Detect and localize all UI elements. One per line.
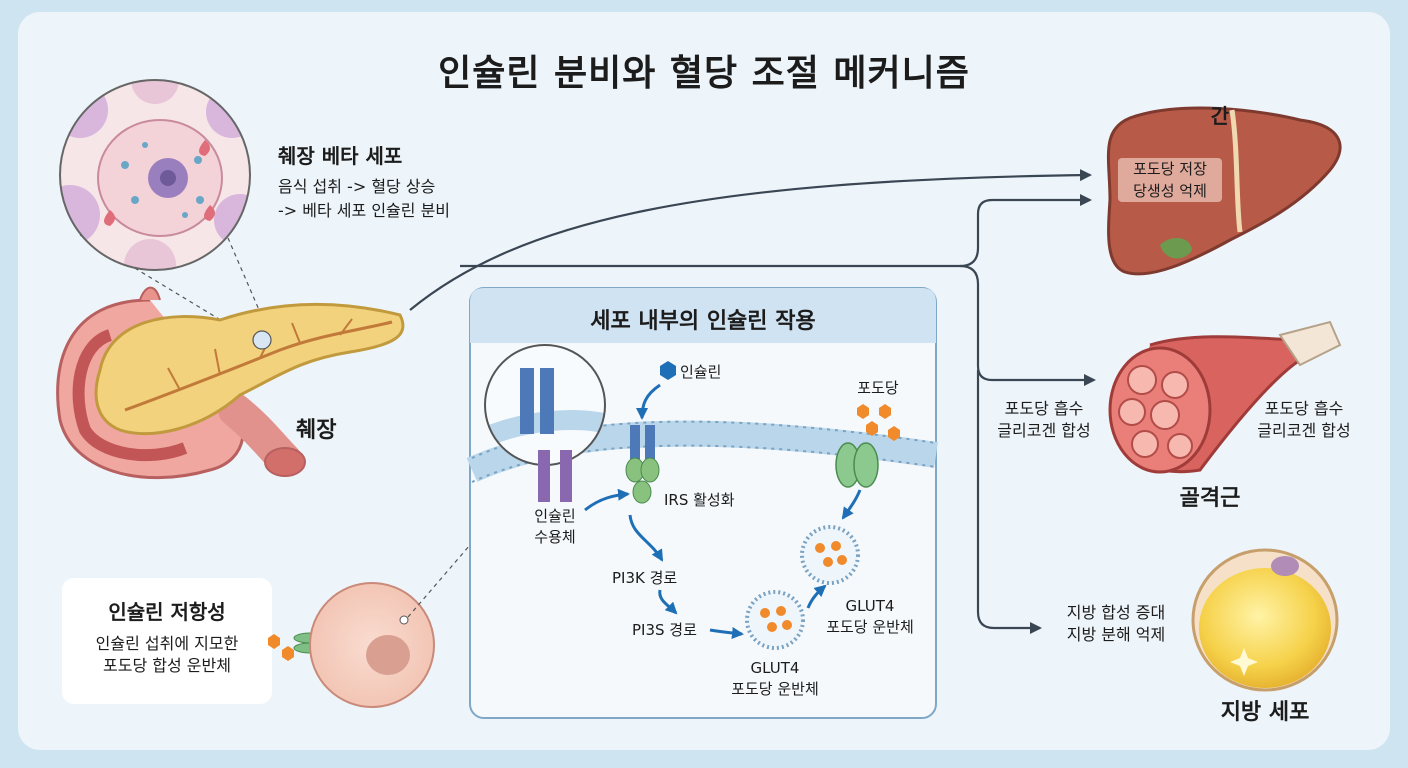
beta-cell-heading: 췌장 베타 세포 [278,144,403,168]
liver-effect-box: 포도당 저장 당생성 억제 [1118,158,1222,202]
liver-icon [1106,106,1342,276]
fat-line2: 지방 분해 억제 [1066,625,1166,644]
insulin-label: 인슐린 [680,363,722,381]
glut4-right-line2: 포도당 운반체 [826,618,914,636]
glut4-right-line1: GLUT4 [845,597,895,615]
cell-panel [466,287,938,719]
muscle-icon [1108,320,1342,474]
glut4-bottom-line2: 포도당 운반체 [731,680,819,698]
glucose-label: 포도당 [857,379,899,397]
pancreas-icon [56,286,405,480]
resistance-card [62,544,471,708]
irs-label: IRS 활성화 [664,491,735,509]
receptor-line2: 수용체 [534,528,576,546]
muscle-left-text: 포도당 흡수 글리코겐 합성 [984,398,1104,442]
muscle-right-line2: 글리코겐 합성 [1257,421,1351,440]
arrow-to-liver-top [409,169,1092,311]
muscle-label: 골격근 [1179,486,1241,511]
glut4-bottom-line1: GLUT4 [750,659,800,677]
muscle-left-line1: 포도당 흡수 [1004,399,1084,418]
muscle-right-text: 포도당 흡수 글리코겐 합성 [1244,398,1364,442]
page-title: 인슐린 분비와 혈당 조절 메커니즘 [438,53,970,94]
glut4-right-label: GLUT4 포도당 운반체 [815,596,925,638]
pancreas-label: 췌장 [296,418,337,443]
pi3s-label: PI3S 경로 [632,621,697,639]
resistance-text: 인슐린 저항성 인슐린 섭취에 지모한 포도당 합성 운반체 [62,596,272,677]
resistance-heading: 인슐린 저항성 [108,600,226,624]
muscle-right-line1: 포도당 흡수 [1264,399,1344,418]
receptor-line1: 인슐린 [534,507,576,525]
resistance-line1: 인슐린 섭취에 지모한 [95,634,239,653]
liver-line1: 포도당 저장 [1133,160,1207,178]
pi3k-label: PI3K 경로 [612,569,678,587]
liver-label: 간 [1210,104,1230,128]
resistance-line2: 포도당 합성 운반체 [103,656,231,675]
fat-effect-text: 지방 합성 증대 지방 분해 억제 [1046,602,1186,646]
panel-title: 세포 내부의 인슐린 작용 [590,309,816,334]
liver-line2: 당생성 억제 [1133,182,1207,200]
fat-cell-label: 지방 세포 [1220,700,1310,725]
arrow-to-muscle [959,264,1096,386]
arrow-to-fat [976,370,1042,634]
connector-arrows [409,169,1096,634]
arrow-to-liver [460,194,1092,268]
receptor-label: 인슐린 수용체 [520,506,590,548]
glut4-bottom-label: GLUT4 포도당 운반체 [720,658,830,700]
muscle-left-line2: 글리코겐 합성 [997,421,1091,440]
beta-cell-line2: -> 베타 세포 인슐린 분비 [278,201,451,220]
beta-cell-line1: 음식 섭취 -> 혈당 상승 [278,177,436,196]
fat-cell-icon [1191,548,1339,692]
fat-line1: 지방 합성 증대 [1066,603,1166,622]
